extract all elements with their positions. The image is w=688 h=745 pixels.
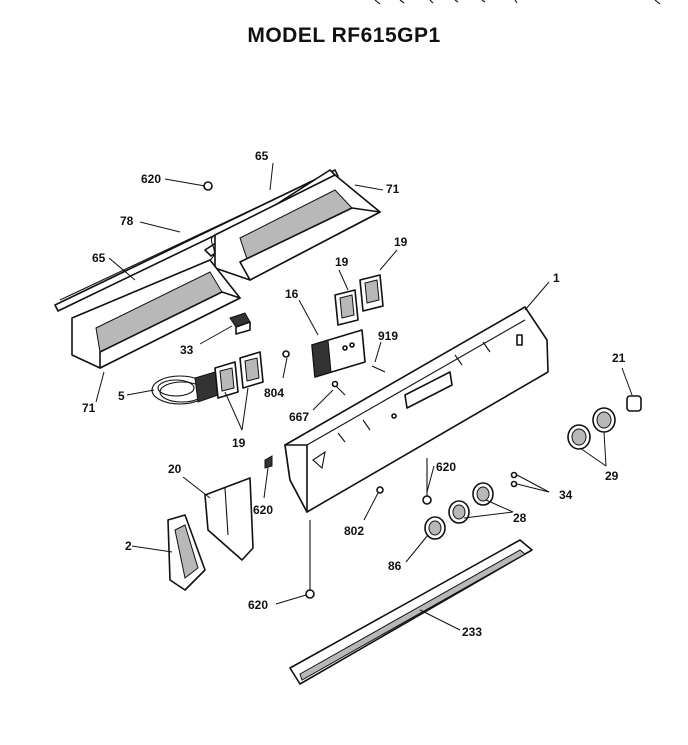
callout-802: 802 (344, 524, 364, 538)
callout-34: 34 (559, 488, 573, 502)
callout-1: 1 (553, 271, 560, 285)
callout-labels: 65 620 71 78 65 19 19 1 16 919 33 5 804 … (82, 149, 626, 639)
part-1-backguard-panel (284, 306, 549, 513)
part-65-left-channel (71, 259, 241, 369)
callout-86: 86 (388, 559, 402, 573)
part-33-clip (229, 312, 251, 335)
part-2-end-cap (167, 514, 206, 591)
callout-65: 65 (255, 149, 269, 163)
part-233-trim (289, 539, 533, 685)
leader-lines (95, 162, 633, 631)
callout-919: 919 (378, 329, 398, 343)
part-71-top-channel (209, 174, 381, 281)
callout-78: 78 (120, 214, 134, 228)
callout-804: 804 (264, 386, 284, 400)
callout-19: 19 (335, 255, 349, 269)
callout-71: 71 (82, 401, 96, 415)
part-19-switch-a (334, 289, 359, 326)
callout-71: 71 (386, 182, 400, 196)
callout-19: 19 (232, 436, 246, 450)
callout-21: 21 (612, 351, 626, 365)
part-20-bracket (204, 477, 254, 561)
part-86-knob (424, 516, 446, 540)
callout-620: 620 (248, 598, 268, 612)
callout-620: 620 (141, 172, 161, 186)
callout-33: 33 (180, 343, 194, 357)
part-19-switch-d (239, 351, 264, 389)
part-29-knobs (567, 407, 616, 450)
callout-28: 28 (513, 511, 527, 525)
callout-2: 2 (125, 539, 132, 553)
callout-5: 5 (118, 389, 125, 403)
callout-29: 29 (605, 469, 619, 483)
part-802-screw (376, 486, 384, 494)
callout-667: 667 (289, 410, 309, 424)
screws-620 (203, 181, 432, 599)
part-19-switch-c (214, 361, 239, 399)
callout-620: 620 (253, 503, 273, 517)
callout-620: 620 (436, 460, 456, 474)
part-78-trim-strip (54, 169, 339, 312)
part-5-wire-harness (151, 371, 219, 405)
callout-65: 65 (92, 251, 106, 265)
scan-artifacts (374, 0, 661, 5)
part-16-control-module (311, 329, 366, 378)
callout-20: 20 (168, 462, 182, 476)
part-34-screws (510, 471, 518, 488)
part-21-knob-insert (626, 395, 642, 412)
diagram-title: MODEL RF615GP1 (247, 24, 441, 47)
part-19-switch-b (359, 274, 384, 312)
callout-233: 233 (462, 625, 482, 639)
callout-16: 16 (285, 287, 299, 301)
callout-19: 19 (394, 235, 408, 249)
screws-804-667-919 (282, 350, 386, 396)
part-28-knobs (448, 482, 494, 524)
